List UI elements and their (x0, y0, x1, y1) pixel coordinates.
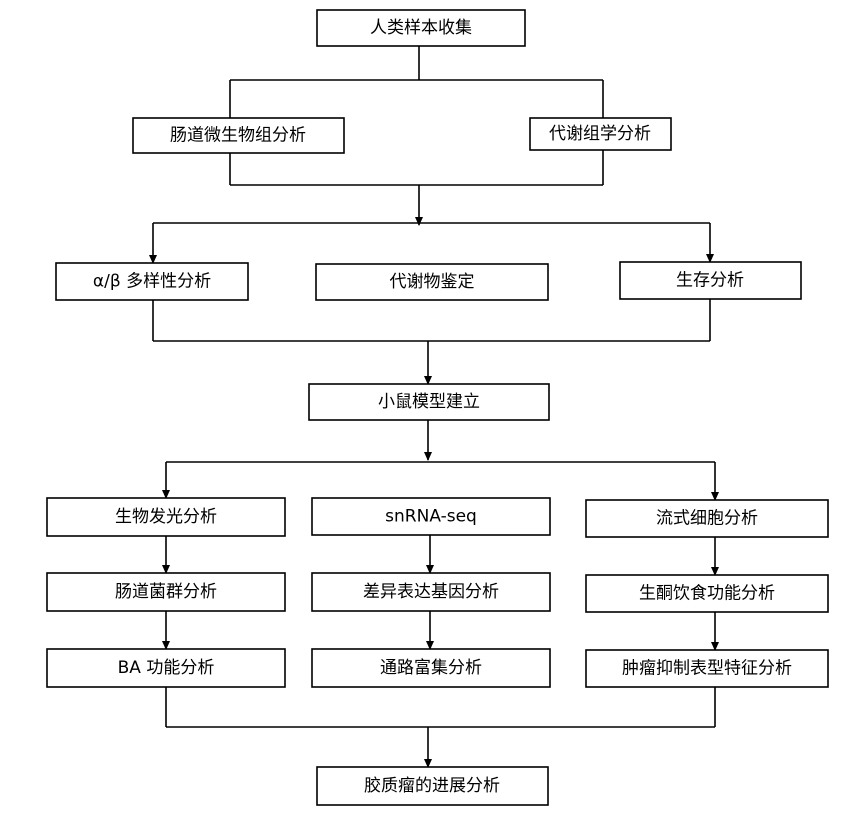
node-glioma-progression: 胶质瘤的进展分析 (316, 766, 549, 806)
node-pathway-enrichment: 通路富集分析 (311, 648, 551, 688)
node-label: 生物发光分析 (115, 507, 217, 527)
node-label: snRNA-seq (385, 507, 477, 527)
node-ba-function-analysis: BA 功能分析 (46, 648, 286, 688)
node-alpha-beta-diversity: α/β 多样性分析 (55, 262, 249, 301)
node-label: 肿瘤抑制表型特征分析 (622, 659, 792, 679)
node-snrna-seq: snRNA-seq (311, 497, 551, 536)
node-gut-flora-analysis: 肠道菌群分析 (46, 572, 286, 612)
node-label: α/β 多样性分析 (93, 272, 211, 292)
node-metabolite-identification: 代谢物鉴定 (315, 263, 549, 301)
node-label: BA 功能分析 (118, 658, 215, 678)
connectors (152, 46, 716, 728)
node-label: 通路富集分析 (380, 658, 482, 678)
node-metabolomics-analysis: 代谢组学分析 (529, 117, 672, 151)
node-gut-microbiome-analysis: 肠道微生物组分析 (132, 117, 345, 154)
node-label: 小鼠模型建立 (378, 392, 480, 412)
node-label: 代谢组学分析 (549, 124, 651, 144)
node-survival-analysis: 生存分析 (619, 261, 802, 300)
node-label: 生存分析 (676, 271, 744, 291)
node-differential-expression: 差异表达基因分析 (311, 572, 551, 612)
node-label: 肠道微生物组分析 (170, 126, 306, 146)
node-label: 差异表达基因分析 (363, 582, 499, 602)
node-label: 肠道菌群分析 (115, 582, 217, 602)
node-label: 胶质瘤的进展分析 (364, 776, 500, 796)
node-bioluminescence-analysis: 生物发光分析 (46, 497, 286, 537)
node-label: 流式细胞分析 (656, 509, 758, 529)
node-human-sample-collection: 人类样本收集 (316, 9, 526, 47)
node-label: 人类样本收集 (370, 18, 472, 38)
node-ketogenic-diet-analysis: 生酮饮食功能分析 (585, 574, 829, 613)
node-tumor-suppression-phenotype: 肿瘤抑制表型特征分析 (585, 649, 829, 688)
node-label: 代谢物鉴定 (390, 272, 475, 292)
node-mouse-model: 小鼠模型建立 (308, 383, 550, 421)
node-label: 生酮饮食功能分析 (639, 584, 775, 604)
arrows (149, 206, 719, 768)
node-flow-cytometry: 流式细胞分析 (585, 499, 829, 538)
